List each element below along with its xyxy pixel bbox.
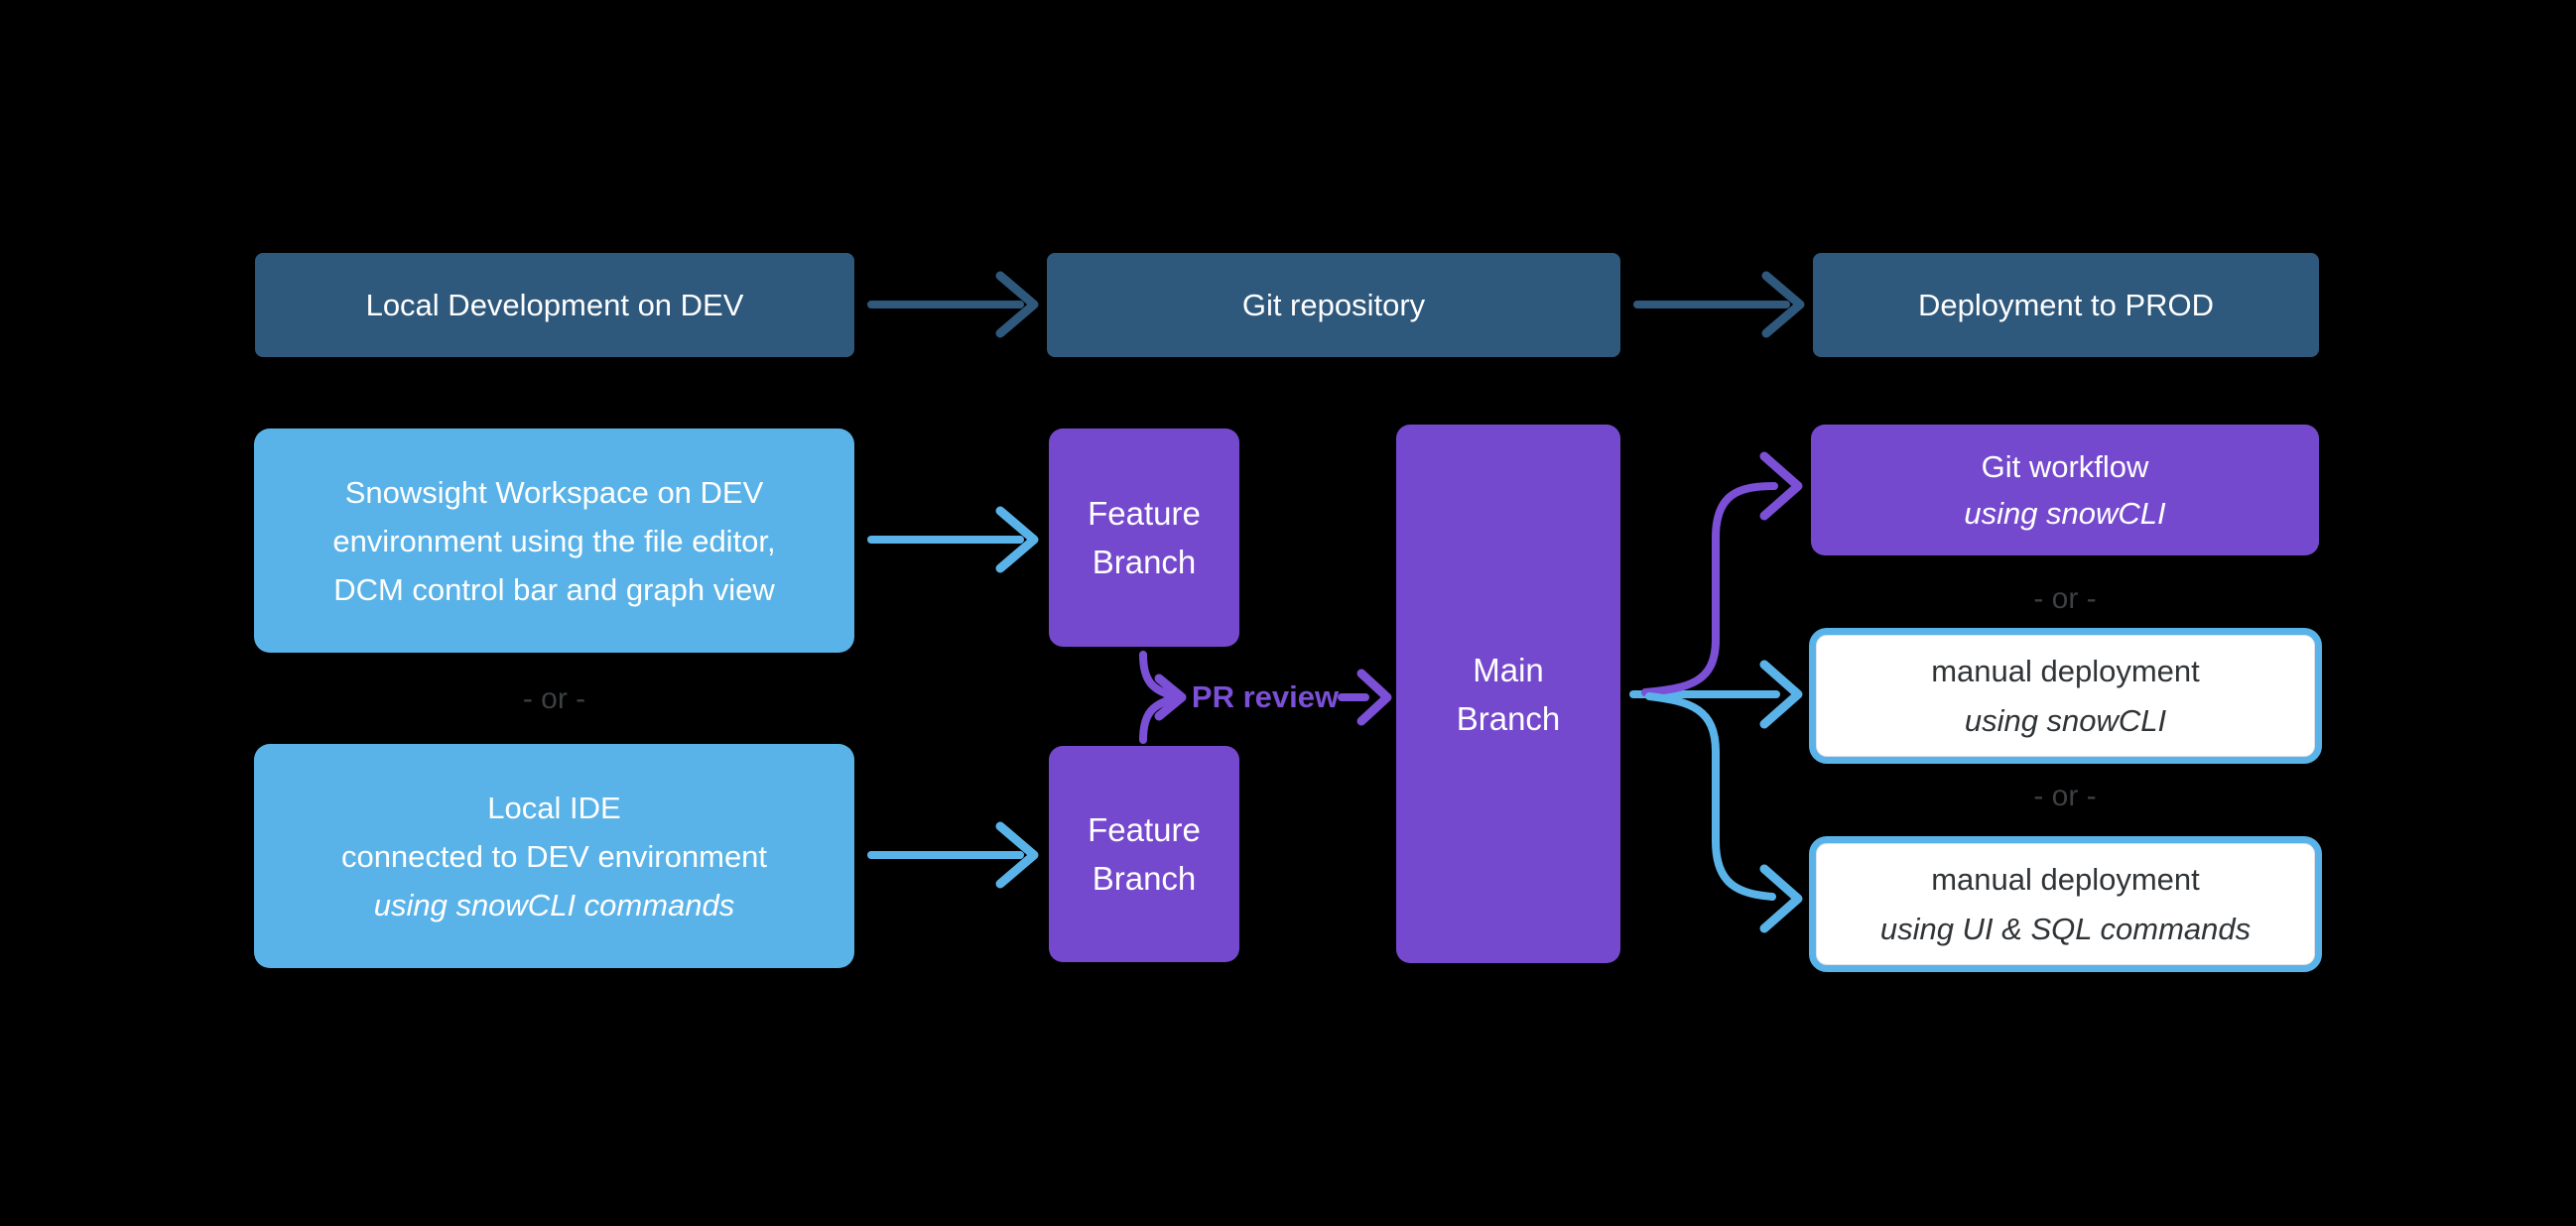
or-separator-right-1: - or -: [2033, 582, 2097, 615]
or-separator-right-2: - or -: [2033, 780, 2097, 812]
edge-feature2-merge: [1139, 693, 1181, 744]
node-local-ide: Local IDE connected to DEV environment u…: [254, 744, 854, 968]
arrow-right-icon: [1761, 271, 1805, 338]
node-label-line: using snowCLI: [1964, 702, 2167, 738]
node-label-line: Git workflow: [1981, 449, 2149, 484]
node-label-line: Snowsight Workspace on DEV: [344, 474, 764, 510]
node-local-development-on-dev: Local Development on DEV: [255, 253, 854, 357]
or-separator-left: - or -: [522, 682, 586, 715]
arrow-right-icon: [1759, 864, 1803, 933]
node-label-line: using snowCLI commands: [373, 887, 735, 922]
node-label-line: DCM control bar and graph view: [333, 571, 775, 607]
node-label-line: environment using the file editor,: [332, 523, 776, 558]
node-git-workflow-using-snowcli: Git workflow using snowCLI: [1811, 425, 2319, 555]
node-label: Main Branch: [1456, 651, 1561, 737]
arrow-right-icon: [995, 271, 1039, 338]
node-manual-deployment-using-ui-sql: manual deployment using UI & SQL command…: [1809, 836, 2322, 972]
edge-main-to-gitworkflow: [1641, 482, 1778, 696]
edge-main-to-manual-ui: [1645, 692, 1776, 901]
node-label: Feature Branch: [1088, 495, 1201, 580]
node-snowsight-workspace: Snowsight Workspace on DEV environment u…: [254, 429, 854, 653]
arrow-right-icon: [995, 506, 1039, 573]
node-label-line: using UI & SQL commands: [1879, 911, 2252, 946]
arrow-right-icon: [1356, 669, 1392, 726]
node-deployment-to-prod: Deployment to PROD: [1813, 253, 2319, 357]
node-label-line: manual deployment: [1931, 653, 2200, 688]
node-main-branch: Main Branch: [1396, 425, 1620, 963]
node-label-line: connected to DEV environment: [340, 838, 768, 874]
brace-tip-icon: [1154, 674, 1187, 721]
node-label-line: manual deployment: [1931, 861, 2200, 897]
node-label-line: Local IDE: [487, 790, 621, 825]
arrow-right-icon: [1759, 451, 1803, 521]
node-feature-branch-2: Feature Branch: [1049, 746, 1239, 962]
pr-review-label: PR review: [1191, 679, 1340, 714]
arrow-right-icon: [1759, 660, 1803, 729]
node-label-line: using snowCLI: [1964, 496, 2166, 531]
node-label: Deployment to PROD: [1917, 287, 2215, 322]
node-feature-branch-1: Feature Branch: [1049, 429, 1239, 647]
node-manual-deployment-using-snowcli: manual deployment using snowCLI: [1809, 628, 2322, 764]
node-git-repository: Git repository: [1047, 253, 1620, 357]
node-label: Feature Branch: [1088, 811, 1201, 897]
node-label: Local Development on DEV: [365, 287, 744, 322]
node-label: Git repository: [1241, 287, 1426, 322]
arrow-right-icon: [995, 821, 1039, 889]
edge-feature1-merge: [1139, 651, 1181, 701]
